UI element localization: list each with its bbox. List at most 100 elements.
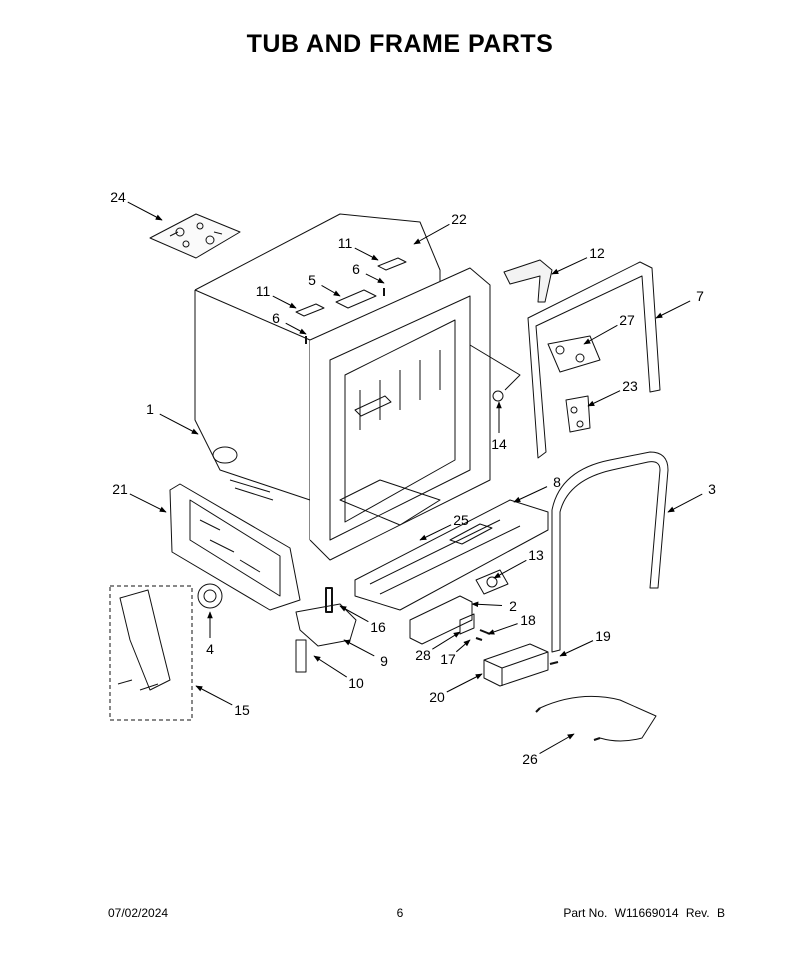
callout-label: 7 — [696, 288, 704, 304]
callout-label: 22 — [451, 211, 467, 227]
part-23-hinge-drawing — [565, 395, 591, 433]
callout-c18: 18 — [487, 612, 536, 635]
callout-label: 6 — [272, 310, 280, 326]
callout-leader-arrow — [343, 639, 375, 657]
part-13-valve-drawing — [475, 569, 509, 595]
callout-c26: 26 — [522, 733, 575, 767]
footer-part-label: Part No. — [563, 906, 608, 920]
callout-leader-arrow — [559, 640, 594, 657]
callout-leader-arrow — [551, 257, 588, 275]
callout-leader-arrow — [159, 413, 199, 435]
callout-c23: 23 — [587, 378, 638, 407]
callout-leader-arrow — [354, 247, 379, 261]
callout-label: 12 — [589, 245, 605, 261]
callout-leader-arrow — [272, 295, 297, 309]
callout-c1: 1 — [146, 401, 199, 435]
callout-leader-arrow — [455, 639, 471, 653]
callout-label: 19 — [595, 628, 611, 644]
callout-leader-arrow — [587, 390, 621, 407]
callout-c16: 16 — [339, 605, 386, 635]
part-3-side-gasket-drawing — [551, 451, 669, 653]
callout-label: 17 — [440, 651, 456, 667]
callout-label: 24 — [110, 189, 126, 205]
callout-leader-arrow — [471, 601, 503, 608]
callout-c27: 27 — [583, 312, 635, 345]
callout-c17: 17 — [440, 639, 471, 667]
callout-label: 23 — [622, 378, 638, 394]
callout-c28: 28 — [415, 631, 461, 663]
callout-c5: 5 — [308, 272, 341, 297]
part-19-screw-drawing — [549, 661, 559, 665]
part-4-motor-drawing — [197, 583, 223, 609]
callout-leader-arrow — [539, 733, 575, 755]
callout-leader-arrow — [513, 486, 548, 503]
part-26-wire-harness-drawing — [535, 695, 657, 742]
callout-c11b: 11 — [256, 283, 297, 309]
callout-leader-arrow — [655, 300, 691, 319]
callout-leader-arrow — [583, 324, 618, 345]
footer-rev-label: Rev. — [685, 906, 710, 920]
part-20-module-drawing — [483, 643, 549, 687]
callout-label: 5 — [308, 272, 316, 288]
callout-c6b: 6 — [272, 310, 307, 335]
part-14-plug-drawing — [469, 344, 521, 402]
callout-c4: 4 — [206, 611, 214, 657]
callout-c15: 15 — [195, 685, 250, 718]
callout-label: 9 — [380, 653, 388, 669]
callout-label: 2 — [509, 598, 517, 614]
callout-label: 28 — [415, 647, 431, 663]
callout-leader-arrow — [446, 673, 483, 693]
callout-leader-arrow — [285, 322, 307, 335]
part-2-28-bracket-drawing — [409, 595, 491, 645]
footer-page-number: 6 — [396, 906, 404, 920]
callout-leader-arrow — [413, 223, 450, 245]
callout-leader-arrow — [313, 655, 348, 678]
callout-c11a: 11 — [338, 235, 379, 261]
part-24-hardware-kit-drawing — [149, 213, 241, 259]
callout-leader-arrow — [129, 493, 167, 513]
callout-c24: 24 — [110, 189, 163, 221]
callout-label: 14 — [491, 436, 507, 452]
callout-leader-arrow — [339, 605, 369, 623]
callout-label: 18 — [520, 612, 536, 628]
part-5-11-bracket-drawing — [295, 257, 407, 344]
callout-c10: 10 — [313, 655, 364, 691]
part-16-9-10-sump-drawing — [295, 587, 357, 673]
callout-c14: 14 — [491, 401, 507, 452]
callout-leader-arrow — [487, 623, 518, 635]
callout-label: 13 — [528, 547, 544, 563]
callout-label: 4 — [206, 641, 214, 657]
part-21-frame-drawing — [169, 483, 301, 611]
callout-c7: 7 — [655, 288, 704, 319]
callout-leader-arrow — [419, 524, 452, 541]
callout-label: 27 — [619, 312, 635, 328]
callout-leader-arrow — [432, 631, 461, 650]
footer-part-number: W11669014 — [614, 906, 679, 920]
callout-leader-arrow — [127, 201, 163, 221]
callout-c9: 9 — [343, 639, 388, 669]
callout-label: 26 — [522, 751, 538, 767]
callout-leader-arrow — [195, 685, 233, 706]
callout-label: 11 — [256, 283, 271, 299]
footer-rev: B — [716, 906, 725, 920]
callout-c3: 3 — [667, 481, 716, 513]
callout-leader-arrow — [321, 285, 341, 297]
callout-c20: 20 — [429, 673, 483, 705]
callout-label: 10 — [348, 675, 364, 691]
callout-c8: 8 — [513, 474, 561, 503]
part-15-kit-drawing — [109, 585, 193, 721]
callout-c2: 2 — [471, 598, 517, 614]
page-title: TUB AND FRAME PARTS — [246, 30, 554, 58]
callout-c19: 19 — [559, 628, 611, 657]
callout-label: 8 — [553, 474, 561, 490]
callout-c21: 21 — [112, 481, 167, 513]
callout-label: 6 — [352, 261, 360, 277]
callout-label: 11 — [338, 235, 353, 251]
callout-label: 20 — [429, 689, 445, 705]
callout-label: 1 — [146, 401, 154, 417]
callout-label: 3 — [708, 481, 716, 497]
callout-label: 25 — [453, 512, 469, 528]
part-8-base-drawing — [354, 499, 549, 611]
callout-label: 15 — [234, 702, 250, 718]
